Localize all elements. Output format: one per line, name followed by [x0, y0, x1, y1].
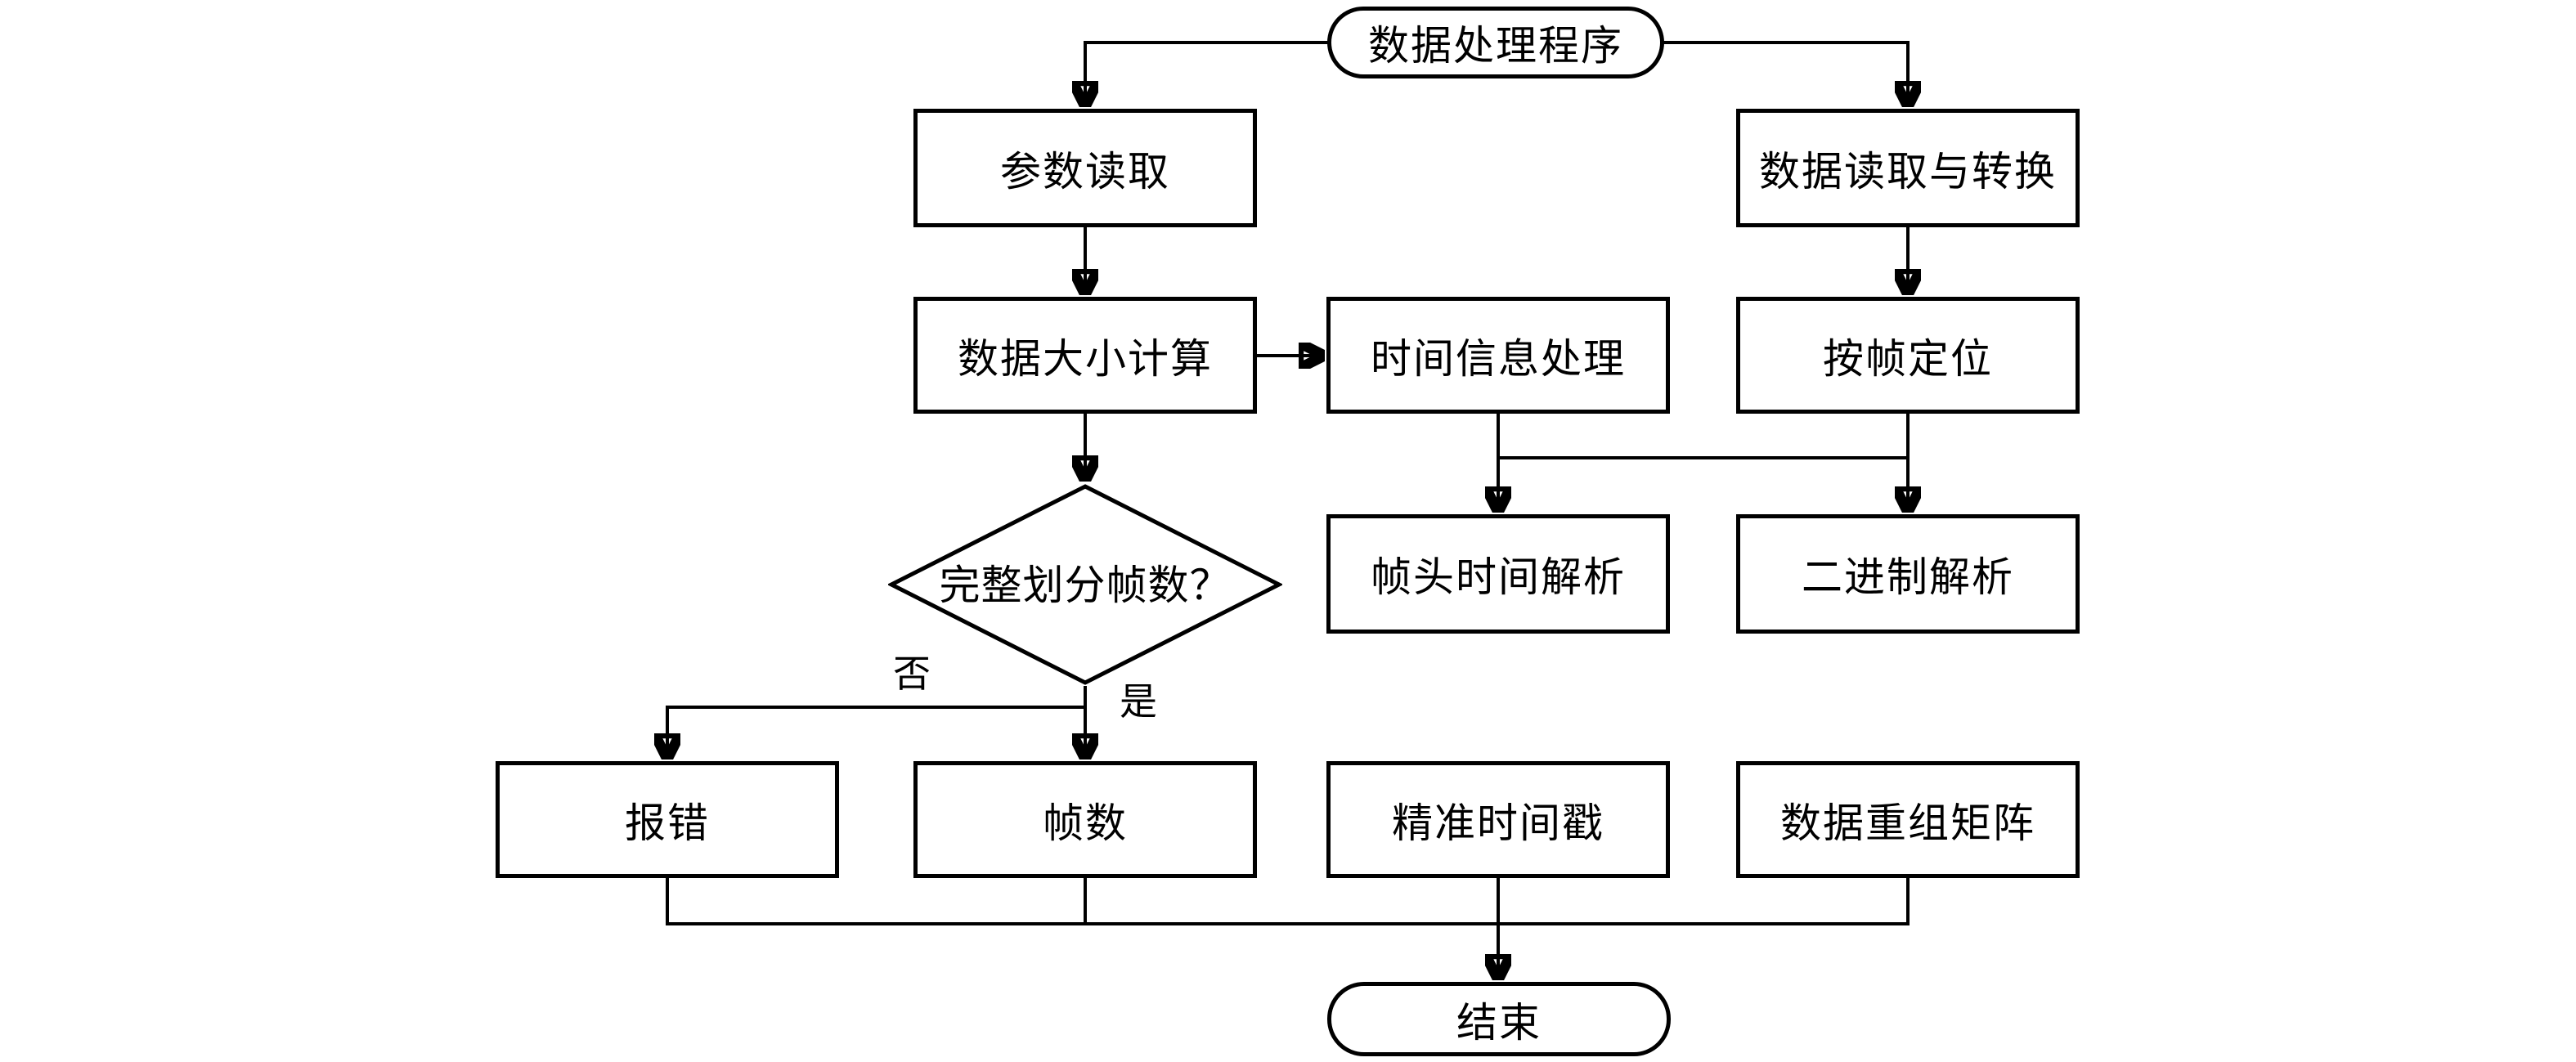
node-data-size-calc-label: 数据大小计算 — [958, 335, 1213, 382]
node-end-label: 结束 — [1456, 999, 1542, 1046]
node-data-read-convert: 数据读取与转换 — [1736, 109, 2080, 227]
edge-start-to-param-read — [1085, 41, 1330, 103]
node-data-reorg-matrix: 数据重组矩阵 — [1736, 761, 2080, 878]
node-data-read-convert-label: 数据读取与转换 — [1759, 148, 2057, 195]
node-frame-count: 帧数 — [913, 761, 1257, 878]
node-frame-division-check: 完整划分帧数？ — [888, 483, 1282, 686]
node-report-error-label: 报错 — [625, 800, 710, 846]
node-time-info-process-label: 时间信息处理 — [1371, 335, 1626, 382]
node-start: 数据处理程序 — [1327, 7, 1664, 78]
node-precise-timestamp-label: 精准时间戳 — [1392, 800, 1604, 846]
edge-decision-no-to-report-error — [667, 706, 1087, 755]
decision-diamond-shape — [888, 484, 1282, 685]
node-param-read-label: 参数读取 — [1000, 148, 1170, 195]
node-start-label: 数据处理程序 — [1368, 23, 1623, 69]
branch-label-yes: 是 — [1120, 681, 1157, 723]
node-frame-division-check-label: 完整划分帧数？ — [939, 562, 1232, 609]
branch-label-no: 否 — [893, 653, 931, 695]
node-end: 结束 — [1327, 982, 1671, 1056]
node-data-size-calc: 数据大小计算 — [913, 297, 1257, 414]
node-param-read: 参数读取 — [913, 109, 1257, 227]
node-frame-locate: 按帧定位 — [1736, 297, 2080, 414]
node-binary-parse: 二进制解析 — [1736, 514, 2080, 634]
node-report-error: 报错 — [496, 761, 839, 878]
edge-start-to-data-read-convert — [1662, 41, 1908, 103]
node-frame-head-time-parse-label: 帧头时间解析 — [1371, 554, 1626, 600]
node-binary-parse-label: 二进制解析 — [1802, 554, 2014, 600]
node-frame-count-label: 帧数 — [1043, 800, 1128, 846]
node-frame-locate-label: 按帧定位 — [1823, 335, 1993, 382]
node-data-reorg-matrix-label: 数据重组矩阵 — [1780, 800, 2035, 846]
node-time-info-process: 时间信息处理 — [1326, 297, 1670, 414]
node-frame-head-time-parse: 帧头时间解析 — [1326, 514, 1670, 634]
node-precise-timestamp: 精准时间戳 — [1326, 761, 1670, 878]
